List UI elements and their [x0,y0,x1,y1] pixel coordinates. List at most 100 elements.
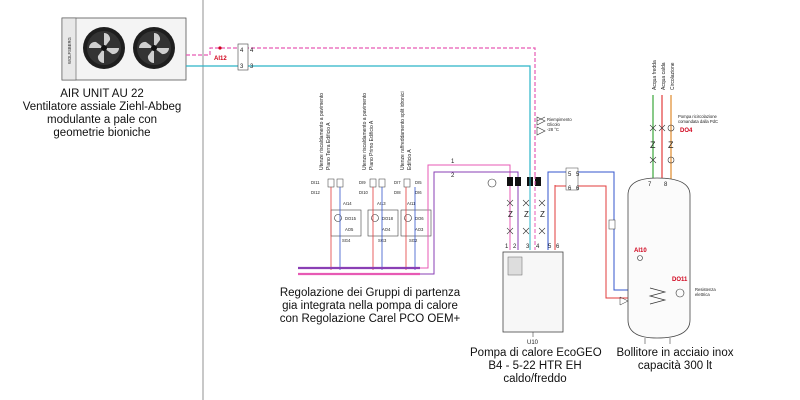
extra-di5: DI5 [415,180,422,185]
pipe-group-supply [420,164,511,269]
valve-icon [538,227,546,235]
riempimento-valve2-icon [536,126,546,136]
pipe-num-4b: 4 [250,48,254,54]
valve-icon [522,199,530,207]
group-1-di-top: DI11 [311,180,320,185]
group-1-sg: SG4 [342,238,351,243]
group-3-do: DO6 [415,216,424,221]
pompa-ricircolo-line1: Pompa ricircolazione [678,114,718,119]
pompa-line2: B4 - 5-22 HTR EH [488,360,582,372]
group-2: DI9 DI10 AI13 DO18 AO4 SG3 [359,178,399,270]
acqua-circolazione: Circolazione [670,62,676,90]
valve-icon [649,124,657,132]
fan-left-icon [83,27,125,69]
pompa-line3: caldo/freddo [503,373,567,385]
utenza-2-line1: Utenze riscaldamento a pavimento [362,93,368,170]
hp-num-6: 6 [556,244,560,250]
pipe-cyan-air-unit [186,65,531,175]
bollitore-line1: Bollitore in acciaio inox [616,347,734,359]
filter-icon: Z [524,210,529,219]
extra-di6: DI6 [415,190,422,195]
fan-right-icon [133,27,175,69]
group-2-sg: SG3 [378,238,387,243]
circ-pump-icon [667,124,675,132]
riempimento-line1: Riempimento [547,117,572,122]
pipe-red-boiler [554,185,628,299]
group-2-pump-icon [371,214,379,222]
bollitore-line2: capacità 300 lt [637,360,713,372]
utenza-2-line2: Piano Primo Edificio A [369,120,375,170]
group-3-ai: AI11 [407,201,416,206]
utenza-1-line1: Utenze riscaldamento a pavimento [319,93,325,170]
group-1-pump-icon [334,214,342,222]
pipe-num-5b: 5 [576,172,580,178]
group-3: DI7 DI8 DI5 DI6 AI11 DO6 AO3 SG2 [394,178,432,270]
group-1-do: DO15 [345,216,357,221]
air-unit-line4: geometrie bioniche [53,127,151,139]
signal-do11: DO11 [672,277,688,283]
resistenza-line2: elettrica [695,292,710,297]
boiler-body [627,177,691,339]
group-1-ao: AO5 [345,227,354,232]
heat-pump-u10: U10 [527,340,539,346]
ai12-sensor-icon [218,46,222,50]
air-unit: WOLFSBERG [61,17,187,81]
group-2-di-bot: DI10 [359,190,369,195]
filter-icon: Z [650,140,656,150]
valve-icon [522,227,530,235]
connector-block-4-3 [237,43,249,71]
group-2-di-top: DI9 [359,180,366,185]
electric-heater-icon [675,288,685,298]
utenza-3-line2: Edificio A [407,149,413,170]
acqua-fredda: Acqua fredda [652,60,658,90]
air-unit-title: AIR UNIT AU 22 [60,88,144,100]
pipes-heatpump-boiler: 5 5 6 6 [547,167,629,306]
pipe-group-return [420,171,519,275]
utenza-1-line2: Piano Terra Edificio A [326,122,332,170]
valve-icon [538,199,546,207]
check-valve-icon [619,296,629,306]
pipe-num-4a: 4 [240,48,244,54]
pompa-caption: Pompa di calore EcoGEO B4 - 5-22 HTR EH … [470,347,602,386]
group-3-ao: AO3 [415,227,424,232]
air-unit-side [61,17,77,81]
filter-icon: Z [668,140,674,150]
filter-icon: Z [508,210,513,219]
hp-num-4: 4 [536,244,540,250]
pipe-num-3a: 3 [240,64,244,70]
acqua-labels: Acqua fredda Acqua calda Circolazione Z … [649,60,718,180]
hp-num-3: 3 [526,244,530,250]
pipe-num-6a: 6 [568,186,572,192]
pipes-groups-heatpump: 1 2 [420,159,519,275]
group-2-do: DO18 [382,216,394,221]
signal-ai12: AI12 [214,56,227,62]
group-1-ai: AI14 [343,201,352,206]
valve-icon [649,156,657,164]
regolazione-line1: Regolazione dei Gruppi di partenza [279,287,461,299]
ai10-sensor-icon [637,255,643,261]
signal-ai10: AI10 [634,248,647,254]
pipe-num-6b: 6 [576,186,580,192]
regolazione-caption: Regolazione dei Gruppi di partenza gia i… [275,287,465,326]
acqua-calda: Acqua calda [661,62,667,90]
circ-pump-icon [667,156,675,164]
bollitore-caption: Bollitore in acciaio inox capacità 300 l… [610,347,740,373]
hp-num-5: 5 [548,244,552,250]
group-1: DI11 DI12 AI14 DO15 AO5 SG4 [311,178,362,270]
riempimento-glicolo: Riempimento Glicolo -28 °C [536,116,572,136]
regolazione-line3: con Regolazione Carel PCO OEM+ [279,313,461,325]
riempimento-line3: -28 °C [547,127,559,132]
group-3-sg: SG2 [409,238,418,243]
heat-exchanger-icon [648,287,667,305]
pipe-blue-boiler [547,171,628,291]
pipe-num-2-top: 2 [451,173,455,179]
valve-icon [506,227,514,235]
riempimento-line2: Glicolo [547,122,560,127]
signal-do4: DO4 [680,128,693,134]
heat-pump-display [507,256,523,276]
boiler: 7 8 AI10 DO11 Resistenza elettrica [627,177,716,344]
valve-icon [506,199,514,207]
utenze-labels: Utenze riscaldamento a pavimento Piano T… [319,91,413,170]
riempimento-valve-icon [536,116,546,126]
